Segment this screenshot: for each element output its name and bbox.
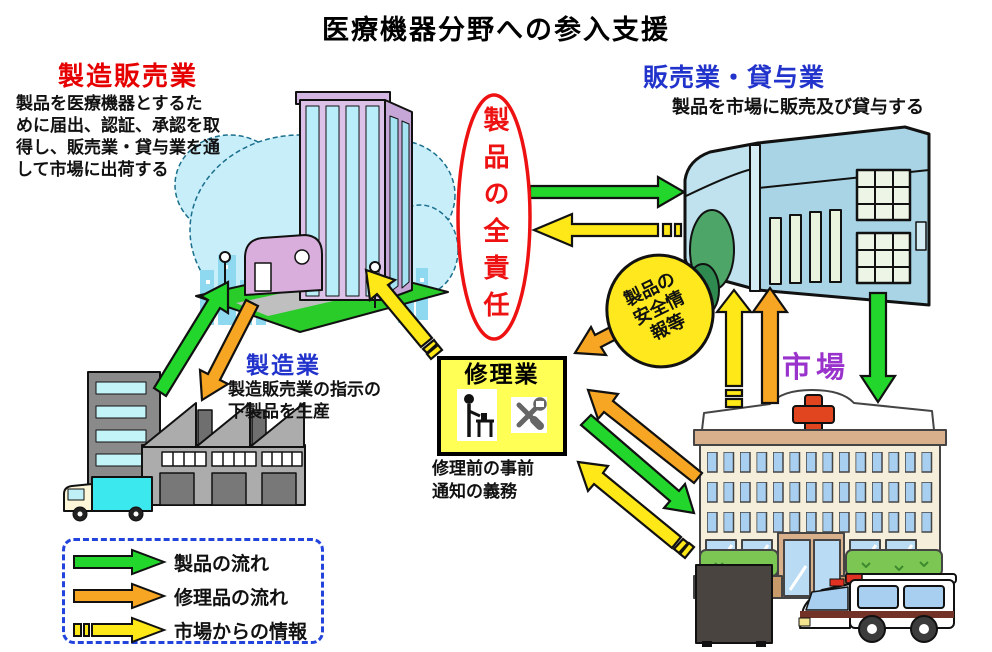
arrow-market-to-repair [586,388,704,485]
market-label: 市場 [782,352,851,384]
arrow-seller-to-maker [531,212,660,248]
manufacturer-description: 製造販売業の指示の 下製品を生産 [228,380,381,421]
worker-at-bench-icon [457,389,497,441]
arrow-dash [724,388,744,398]
green-arrow-icon [73,548,167,576]
safety-info-ellipse [605,253,715,369]
yellow-arrow-icon [73,616,167,644]
legend-box [62,538,324,644]
arrow-seller-to-market [858,291,898,405]
legend-item-market-info: 市場からの情報 [72,615,307,645]
legend-label: 修理品の流れ [174,587,289,609]
arrow-repair-to-maker [364,268,434,349]
seller-lender-building-illustration [683,125,931,317]
legend-item-product-flow: 製品の流れ [72,547,269,577]
orange-arrow-icon [73,582,167,610]
arrow-market-to-seller-repair [750,286,790,405]
arrow-maker-to-factory [198,298,260,402]
arrow-market-to-seller-info [714,288,754,388]
page-title: 医療機器分野への参入支援 [322,15,670,45]
legend-label: 製品の流れ [174,553,270,575]
ambulance [798,573,957,643]
manufacturer-title: 製造業 [246,352,321,378]
arrow-dash [673,222,683,238]
arrow-dash [724,397,744,409]
manufacturer-seller-description: 製品を医療機器とするた めに届出、認証、承認を取 得し、販売業・貸与業を通 して… [16,94,220,179]
legend-item-repair-flow: 修理品の流れ [72,581,288,611]
repair-business-box: 修理業 [437,356,567,456]
arrow-dash [421,338,439,355]
seller-lender-title: 販売業・貸与業 [643,64,826,92]
repair-description: 修理前の事前 通知の義務 [432,459,534,501]
responsibility-label: 製品の全責任 [480,106,510,328]
arrow-market-info-up [576,460,683,550]
hospital-illustration [693,389,957,647]
repair-title: 修理業 [464,361,540,387]
delivery-truck [63,476,153,522]
seller-lender-description: 製品を市場に販売及び貸与する [672,97,924,117]
red-cross [792,394,835,436]
dumpster [695,564,773,647]
manufacturer-seller-title: 製造販売業 [58,61,199,91]
factory-illustration [63,371,306,522]
window-grids [855,168,912,285]
arrow-factory-to-maker [152,280,230,398]
arrow-repair-to-market [579,413,696,515]
responsibility-ellipse [456,93,532,341]
legend-label: 市場からの情報 [174,621,308,643]
arrow-dash [672,537,690,555]
arrow-dash [678,541,696,560]
arrow-dash [661,222,673,238]
crossed-tools-icon [511,397,547,433]
arrow-maker-to-seller [528,175,687,209]
